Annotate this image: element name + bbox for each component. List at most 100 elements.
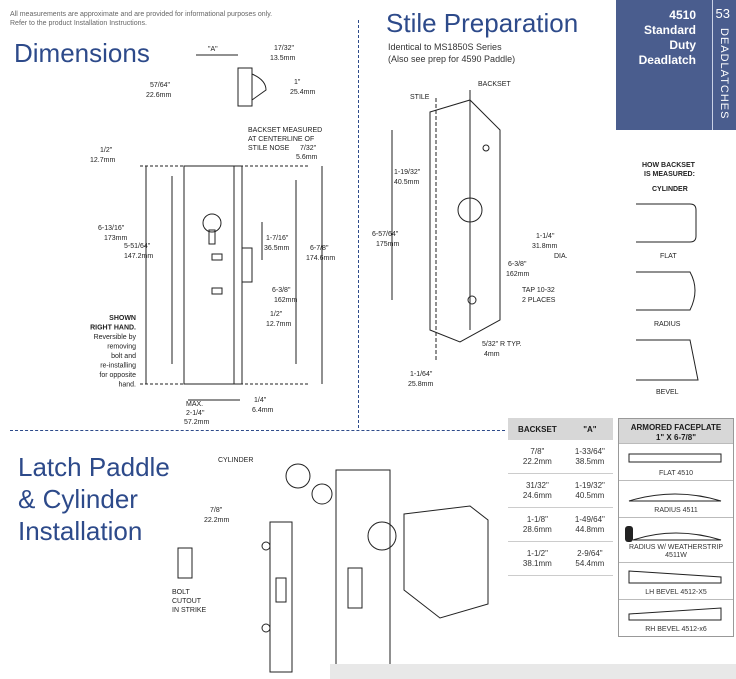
dim-h2: 5-51/64": [124, 243, 151, 250]
bolt-cutout-shape: [177, 547, 193, 579]
latch-labels: CYLINDER 7/8" 22.2mm BOLT CUTOUT IN STRI…: [172, 457, 253, 614]
dim-h3mm: 36.5mm: [264, 245, 289, 252]
dim-t1mm: 12.7mm: [90, 157, 115, 164]
bevel-profile: [636, 339, 699, 381]
faceplate-radius: RADIUS 4511: [619, 480, 733, 517]
dimensions-heading: Dimensions: [14, 38, 150, 68]
tab-line-3: Duty: [669, 38, 696, 52]
armored-header: ARMORED FACEPLATE 1" X 6-7/8": [619, 419, 733, 443]
shown-note-line: for opposite: [99, 372, 136, 379]
stile-rmm: 4mm: [484, 351, 500, 358]
backset-note-3: STILE NOSE: [248, 145, 290, 152]
stile-prep-subtitle: Identical to MS1850S Series (Also see pr…: [388, 41, 515, 65]
tab-separator: [712, 0, 713, 130]
stile-tap: TAP 10-32: [522, 287, 555, 294]
faceplate-radius-weatherstrip: RADIUS W/ WEATHERSTRIP 4511W: [619, 517, 733, 562]
bolt-label-2: CUTOUT: [172, 598, 202, 605]
backset-inch: 31/32": [525, 480, 549, 490]
stile-a1: 1-19/32": [394, 169, 421, 176]
tab-line-2: Standard: [643, 23, 696, 37]
latch-cylinder-label: CYLINDER: [218, 457, 253, 464]
dim-h6mm: 12.7mm: [266, 321, 291, 328]
dim-h2mm: 147.2mm: [124, 253, 153, 260]
stile-sub-line-2: (Also see prep for 4590 Paddle): [388, 54, 516, 64]
backset-inch: 1-1/2": [526, 548, 548, 558]
flat-faceplate-icon: [628, 453, 722, 463]
category-tab: 4510 Standard Duty Deadlatch 53 DEADLATC…: [616, 0, 736, 130]
stile-a5mm: 25.8mm: [408, 381, 433, 388]
dim-max: MAX.: [186, 401, 203, 408]
a-mm: 54.4mm: [575, 558, 605, 568]
faceplate-lh-bevel: LH BEVEL 4512-X5: [619, 562, 733, 599]
lock-body-outline: [183, 165, 235, 385]
dim-d2: 1": [294, 79, 301, 86]
dim-s1: 7/32": [300, 145, 317, 152]
page-number: 53: [715, 6, 730, 21]
backset-cell: 1-1/8"28.6mm: [508, 507, 567, 542]
backset-inch: 7/8": [530, 446, 545, 456]
backset-cell: 7/8"22.2mm: [508, 440, 567, 474]
stile-a5: 1-1/64": [410, 371, 433, 378]
tab-category: DEADLATCHES: [718, 28, 730, 120]
faceplate-flat-label: FLAT 4510: [659, 470, 693, 477]
dim-h6: 1/2": [270, 311, 283, 318]
dimensions-drawing: [140, 54, 323, 401]
stile-a2: 6-57/64": [372, 231, 399, 238]
backset-table-header: BACKSET "A": [508, 418, 613, 440]
dim-h1: 6-13/16": [98, 225, 125, 232]
shown-note-line: Reversible by: [94, 334, 137, 341]
dim-w1mm: 13.5mm: [270, 55, 295, 62]
a-cell: 1-19/32"40.5mm: [566, 473, 613, 508]
stile-a3: 1-1/4": [536, 233, 555, 240]
dim-h5: 6-3/8": [272, 287, 291, 294]
section-divider-vertical: [358, 20, 359, 428]
tab-model: 4510: [669, 8, 696, 22]
cylinder-hole: [202, 213, 222, 233]
faceplate-rh-bevel-label: RH BEVEL 4512-x6: [645, 626, 707, 633]
disclaimer: All measurements are approximate and are…: [10, 10, 272, 28]
a-inch: 1-19/32": [574, 480, 605, 490]
screw-2: [261, 623, 271, 633]
backset-mm: 22.2mm: [522, 456, 552, 466]
paddle-handle: [403, 505, 489, 619]
a-cell: 1-33/64"38.5mm: [566, 440, 613, 474]
a-mm: 38.5mm: [575, 456, 605, 466]
how-backset-title-2: IS MEASURED:: [644, 171, 695, 178]
a-cell: 1-49/64"44.8mm: [566, 507, 613, 542]
stile-a1mm: 40.5mm: [394, 179, 419, 186]
how-backset-cyl: CYLINDER: [652, 186, 688, 193]
footer-bar: [330, 664, 736, 679]
disclaimer-line-2: Refer to the product Installation Instru…: [10, 20, 147, 27]
latch-cylinder-hole: [367, 521, 397, 551]
latch-drawing: [177, 463, 489, 673]
how-backset-title-1: HOW BACKSET: [642, 162, 696, 169]
stile-sub-line-1: Identical to MS1850S Series: [388, 42, 502, 52]
a-inch: 1-49/64": [574, 514, 605, 524]
col-backset: BACKSET: [508, 418, 567, 440]
backset-label: BACKSET: [478, 81, 511, 88]
stile-label: STILE: [410, 94, 430, 101]
shown-note-line: bolt and: [111, 353, 136, 360]
faceplate-weatherstrip-label: RADIUS W/ WEATHERSTRIP: [629, 544, 723, 551]
latch-bolt: [347, 567, 363, 609]
cylinder-part: [285, 463, 311, 489]
backset-mm: 38.1mm: [522, 558, 552, 568]
dimensions-labels: "A" 17/32" 13.5mm 57/64" 22.6mm 1" 25.4m…: [90, 45, 335, 426]
dim-max2mm: 57.2mm: [184, 419, 209, 426]
strike-plate: [269, 521, 293, 673]
how-backset-section: HOW BACKSET IS MEASURED: CYLINDER FLAT R…: [636, 162, 699, 396]
col-a: "A": [566, 418, 613, 440]
latch-body: [335, 469, 391, 669]
bolt-label-1: BOLT: [172, 589, 190, 596]
section-divider-horizontal: [10, 430, 505, 431]
dim-w1: 17/32": [274, 45, 295, 52]
disclaimer-line-1: All measurements are approximate and are…: [10, 11, 273, 18]
stile-dia: DIA.: [554, 253, 568, 260]
latch-l1: 7/8": [210, 507, 223, 514]
dim-h4: 6-7/8": [310, 245, 329, 252]
backset-inch: 1-1/8": [526, 514, 548, 524]
stile-top-tap: [482, 144, 490, 152]
a-cell: 2-9/64"54.4mm: [566, 541, 613, 576]
lh-bevel-icon: [628, 570, 722, 584]
